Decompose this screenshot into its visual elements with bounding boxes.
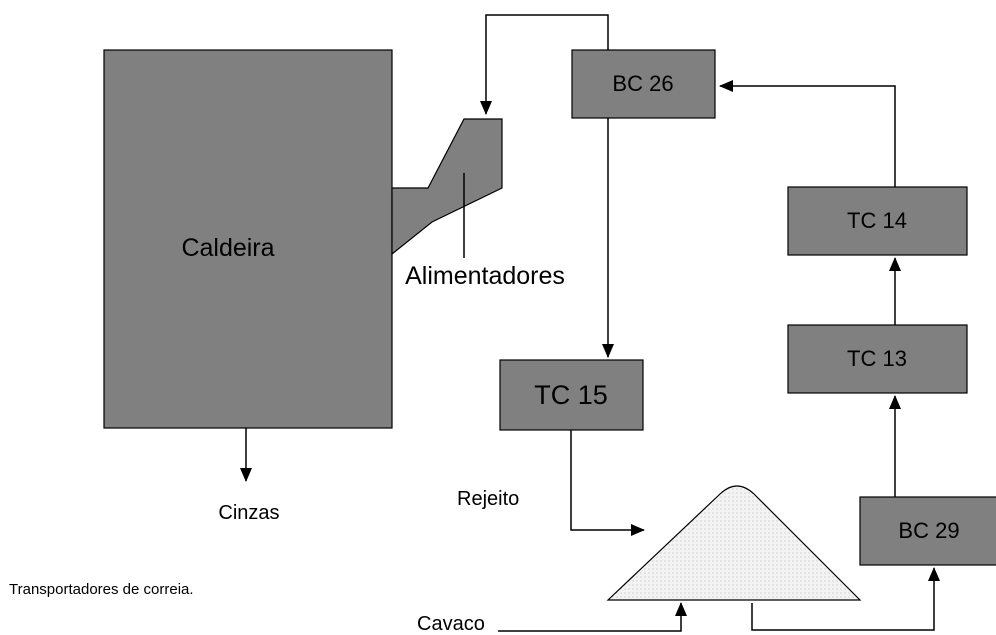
- alimentadores-feeder: Alimentadores: [391, 118, 565, 290]
- tc13-label: TC 13: [847, 346, 907, 371]
- arrow-pile-to-bc29: [751, 567, 940, 631]
- rejeito-label: Rejeito: [457, 488, 519, 510]
- cavaco-label: Cavaco: [417, 613, 485, 635]
- cinzas-label: Cinzas: [218, 502, 279, 524]
- tc15-node: TC 15: [499, 359, 644, 431]
- arrow-cavaco-to-pile: [498, 602, 687, 632]
- bc26-label: BC 26: [612, 71, 673, 96]
- arrow-tc14-to-bc26: [719, 80, 896, 187]
- bc29-label: BC 29: [898, 518, 959, 543]
- arrow-bc26-to-alimentadores: [480, 14, 609, 115]
- caldeira-label: Caldeira: [181, 234, 274, 262]
- chip-pile: [606, 485, 862, 601]
- diagram-caption: Transportadores de correia.: [9, 581, 194, 598]
- bc26-node: BC 26: [571, 49, 716, 119]
- alimentadores-label: Alimentadores: [405, 262, 565, 290]
- tc15-label: TC 15: [534, 380, 608, 410]
- caldeira-node: Caldeira: [103, 49, 393, 429]
- arrow-tc15-to-pile: [570, 430, 645, 536]
- tc13-node: TC 13: [787, 324, 968, 394]
- tc14-label: TC 14: [847, 208, 907, 233]
- bc29-node: BC 29: [859, 496, 996, 566]
- tc14-node: TC 14: [787, 186, 968, 256]
